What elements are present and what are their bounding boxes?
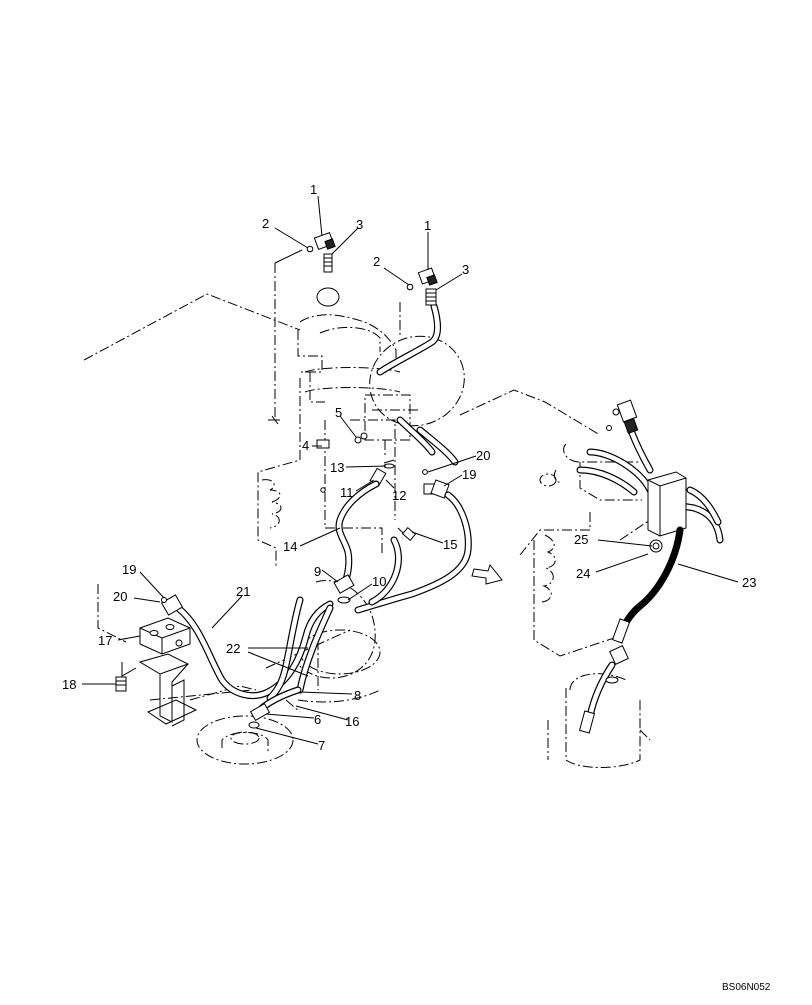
view-arrow (471, 563, 503, 585)
callout-label: 1 (424, 218, 431, 233)
callout-label: 20 (476, 448, 490, 463)
callout-label: 24 (576, 566, 590, 581)
callout-label: 2 (262, 216, 269, 231)
fitting-elbow-1-left (306, 231, 340, 307)
mounting-bracket (115, 653, 198, 727)
callout-label: 3 (462, 262, 469, 277)
callout-label: 22 (226, 641, 240, 656)
callout-label: 8 (354, 688, 361, 703)
callout-label: 12 (392, 488, 406, 503)
callout-label: 11 (340, 485, 354, 500)
callout-label: 4 (302, 438, 309, 453)
callout-label: 19 (122, 562, 136, 577)
callout-label: 6 (314, 712, 321, 727)
callout-label: 16 (345, 714, 359, 729)
callout-label: 21 (236, 584, 250, 599)
lower-fittings (160, 574, 355, 729)
callout-label: 2 (373, 254, 380, 269)
callout-label: 1 (310, 182, 317, 197)
drawing-code: BS06N052 (722, 982, 771, 993)
callout-label: 15 (443, 537, 457, 552)
swivel-joint-body (304, 326, 465, 458)
callout-labels: 1 2 3 1 2 3 4 5 13 11 12 20 19 14 15 9 1… (62, 182, 756, 753)
fitting-elbow-1-right (406, 267, 438, 306)
callout-label: 23 (742, 575, 756, 590)
callout-label: 19 (462, 467, 476, 482)
callout-label: 3 (356, 217, 363, 232)
manifold-block-17 (139, 617, 191, 655)
callout-label: 25 (574, 532, 588, 547)
callout-label: 7 (318, 738, 325, 753)
leader-lines (82, 195, 739, 745)
callout-label: 9 (314, 564, 321, 579)
callout-label: 13 (330, 460, 344, 475)
detail-fittings (578, 399, 639, 734)
detail-block (647, 471, 687, 553)
callout-label: 10 (372, 574, 386, 589)
callout-label: 17 (98, 633, 112, 648)
callout-label: 14 (283, 539, 297, 554)
callout-label: 5 (335, 405, 342, 420)
callout-label: 20 (113, 589, 127, 604)
callout-label: 18 (62, 677, 76, 692)
